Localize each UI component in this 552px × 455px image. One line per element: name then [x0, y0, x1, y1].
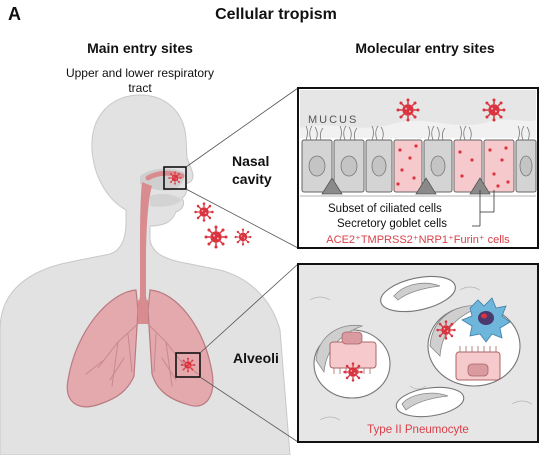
alveoli-focus-box [175, 352, 201, 378]
virus-particle [193, 201, 215, 223]
mucus-label: MUCUS [308, 114, 359, 126]
alveoli-panel [297, 263, 539, 443]
panel-letter: A [8, 4, 21, 24]
nasal-focus-box [163, 166, 187, 190]
macrophage [461, 297, 511, 343]
goblet-cells-label: Secretory goblet cells [337, 218, 447, 230]
molecular-entry-heading: Molecular entry sites [355, 40, 495, 56]
nasal-cavity-label: Nasal cavity [232, 153, 272, 187]
upper-lower-tract-label: Upper and lower respiratory tract [65, 66, 215, 95]
airway [140, 168, 185, 300]
figure-title: Cellular tropism [215, 6, 337, 23]
receptor-cells-label: ACE2⁺TMPRSS2⁺NRP1⁺Furin⁺ cells [326, 234, 510, 246]
virus-particle [233, 227, 253, 247]
nasal-epithelium-panel [297, 87, 539, 249]
type2-pneumocyte-label: Type II Pneumocyte [367, 424, 469, 436]
ciliated-cells-label: Subset of ciliated cells [328, 203, 442, 215]
main-entry-heading: Main entry sites [87, 40, 193, 56]
zoom-connectors [185, 87, 299, 443]
virus-particle [203, 224, 229, 250]
alveoli-label: Alveoli [233, 350, 279, 366]
